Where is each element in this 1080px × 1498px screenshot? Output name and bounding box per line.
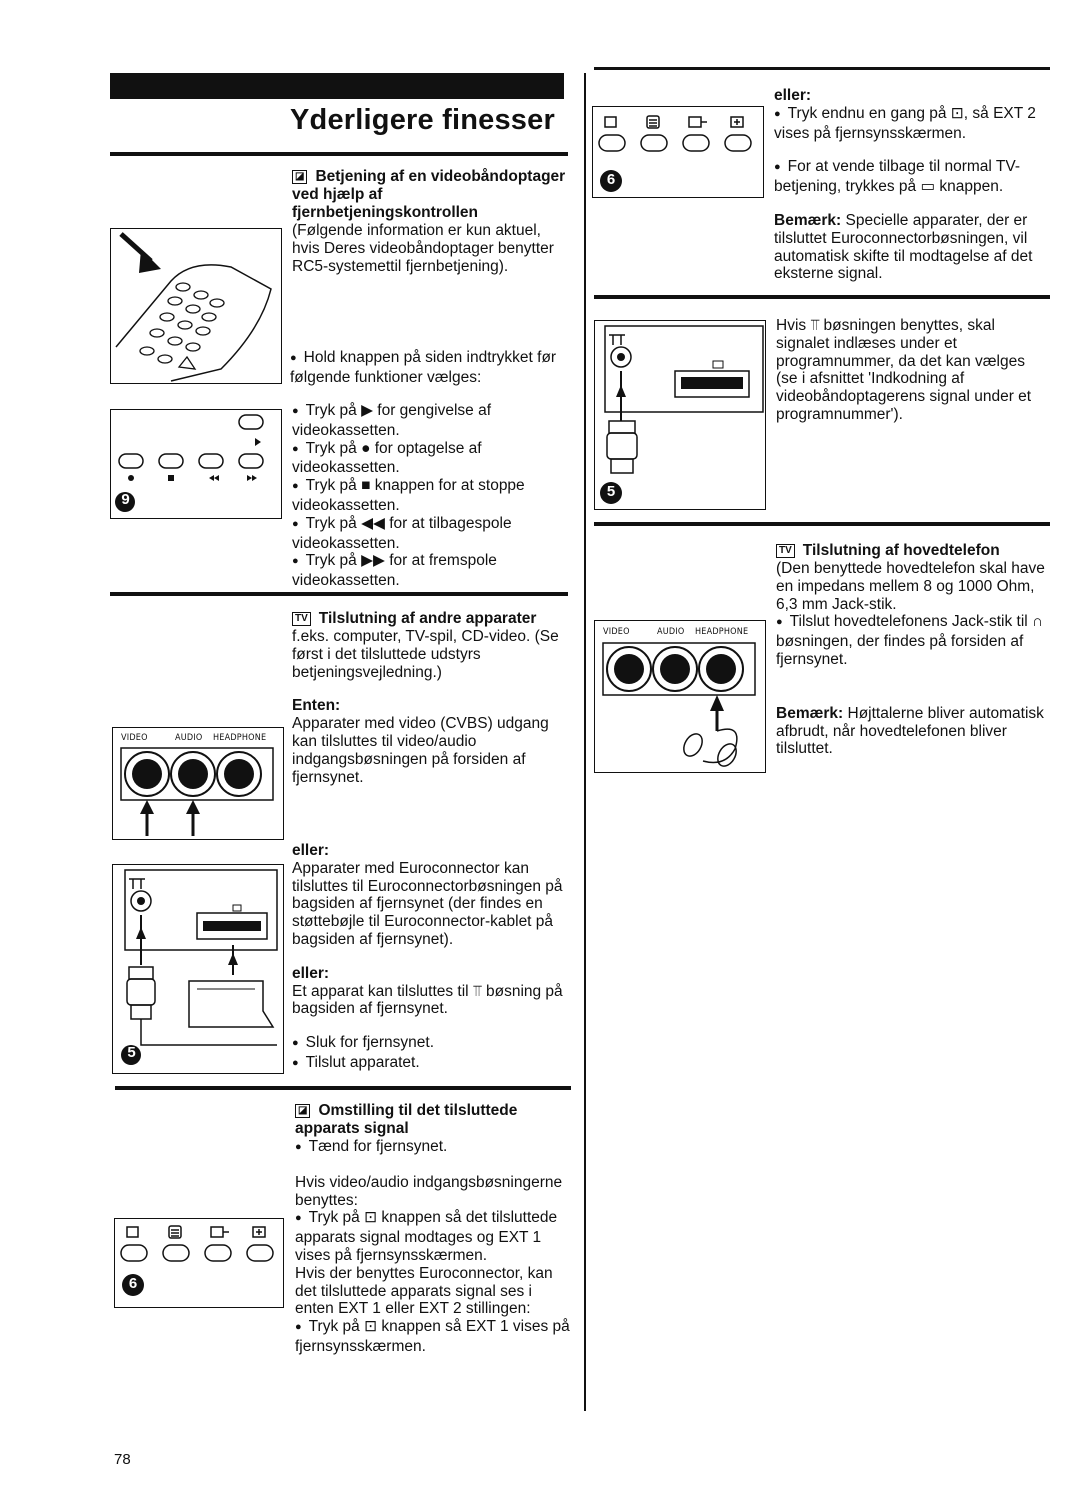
jack-label-video: VIDEO bbox=[603, 627, 630, 637]
page-number: 78 bbox=[114, 1451, 131, 1468]
divider bbox=[594, 295, 1050, 299]
remote-icon: ◪ bbox=[295, 1104, 311, 1118]
note-text: Specielle apparater, der er tilsluttet E… bbox=[774, 211, 1033, 283]
enten-text: Apparater med video (CVBS) udgang kan ti… bbox=[292, 715, 549, 786]
section-hovedtelefon: TV Tilslutning af hovedtelefon (Den benyt… bbox=[776, 542, 1052, 758]
divider bbox=[594, 522, 1050, 526]
section-omstilling: ◪Omstilling til det tilsluttede apparats… bbox=[295, 1102, 571, 1356]
remote-icon: ◪ bbox=[292, 170, 308, 184]
figure-front-jacks: VIDEO AUDIO HEADPHONE bbox=[112, 727, 284, 840]
jack-label-video: VIDEO bbox=[121, 733, 148, 743]
list-item: Tryk på ◀◀ for at tilbagespole videokass… bbox=[292, 514, 512, 552]
hold-instruction: Hold knappen på siden indtrykket før føl… bbox=[290, 349, 568, 387]
eller-label: eller: bbox=[292, 842, 330, 859]
paragraph: Hvis video/audio indgangsbøsningerne ben… bbox=[295, 1173, 563, 1209]
badge-5: 5 bbox=[606, 483, 616, 500]
tv-icon: TV bbox=[292, 612, 311, 626]
list-item: Tryk på ● for optagelse af videokassette… bbox=[292, 439, 482, 477]
tv-icon: TV bbox=[776, 544, 795, 558]
eller-text: Et apparat kan tilsluttes til ⫪ bøsning … bbox=[292, 982, 563, 1018]
figure-remote-control bbox=[110, 228, 282, 384]
eller-label: eller: bbox=[292, 964, 330, 982]
jack-label-audio: AUDIO bbox=[175, 733, 203, 743]
jack-label-headphone: HEADPHONE bbox=[695, 627, 749, 637]
badge-5: 5 bbox=[127, 1044, 136, 1061]
figure-antenna-connector: 5 bbox=[594, 320, 766, 510]
badge-9: 9 bbox=[121, 491, 130, 508]
eller-text: Apparater med Euroconnector kan tilslutt… bbox=[292, 859, 563, 948]
page-title: Yderligere finesser bbox=[290, 104, 555, 136]
section-intro: (Følgende information er kun aktuel, hvi… bbox=[292, 222, 554, 275]
figure-headphone-jack: VIDEO AUDIO HEADPHONE bbox=[594, 620, 766, 773]
antenna-text: Hvis ⫪ bøsningen benyttes, skal signalet… bbox=[776, 317, 1032, 423]
badge-6: 6 bbox=[128, 1275, 138, 1292]
badge-6: 6 bbox=[606, 171, 616, 188]
divider bbox=[594, 67, 1050, 70]
section-right-top: eller: Tryk endnu en gang på ⊡, så EXT 2… bbox=[774, 87, 1050, 283]
title-black-bar bbox=[110, 73, 564, 99]
list-item: Tilslut apparatet. bbox=[305, 1053, 420, 1071]
list-item: Tryk på ⊡ knappen så EXT 1 vises på fjer… bbox=[295, 1318, 570, 1355]
section-intro: (Den benyttede hovedtelefon skal have en… bbox=[776, 560, 1045, 613]
figure-rear-connectors: 5 bbox=[112, 864, 284, 1074]
section-intro: f.eks. computer, TV-spil, CD-video. (Se … bbox=[292, 628, 559, 681]
note-text: Højttalerne bliver automatisk afbrudt, n… bbox=[776, 704, 1044, 758]
column-divider bbox=[584, 73, 586, 1411]
note-label: Bemærk: bbox=[774, 211, 842, 229]
divider bbox=[110, 152, 568, 156]
divider bbox=[110, 592, 568, 596]
list-item: Tryk endnu en gang på ⊡, så EXT 2 vises … bbox=[774, 104, 1036, 142]
list-item: Tryk på ⊡ knappen så det tilsluttede app… bbox=[295, 1209, 558, 1264]
list-item: Tryk på ■ knappen for at stoppe videokas… bbox=[292, 477, 525, 514]
list-item: Tilslut hovedtelefonens Jack-stik til ∩ … bbox=[776, 613, 1044, 668]
list-item: Tryk på ▶ for gengivelse af videokassett… bbox=[292, 402, 492, 439]
section-heading: Tilslutning af hovedtelefon bbox=[802, 542, 1000, 559]
figure-source-buttons-2: 6 bbox=[592, 106, 764, 198]
jack-label-headphone: HEADPHONE bbox=[213, 733, 267, 743]
list-item: For at vende tilbage til normal TV-betje… bbox=[774, 158, 1020, 196]
jack-label-audio: AUDIO bbox=[657, 627, 685, 637]
note-label: Bemærk: bbox=[776, 704, 844, 722]
list-item: Sluk for fjernsynet. bbox=[305, 1034, 435, 1052]
paragraph: Hvis der benyttes Euroconnector, kan det… bbox=[295, 1264, 553, 1318]
list-item: Tryk på ▶▶ for at fremspole videokassett… bbox=[292, 552, 497, 590]
figure-vcr-buttons: 9 bbox=[110, 409, 282, 519]
section-heading: Betjening af en videobåndoptager ved hjæ… bbox=[292, 168, 566, 221]
eller-label: eller: bbox=[774, 87, 812, 104]
eller-block-1: eller: Apparater med Euroconnector kan t… bbox=[292, 842, 567, 1074]
figure-source-buttons: 6 bbox=[114, 1218, 284, 1308]
divider bbox=[115, 1086, 571, 1090]
section-heading: Omstilling til det tilsluttede apparats … bbox=[295, 1102, 518, 1137]
section-videorecorder: ◪Betjening af en videobåndoptager ved hj… bbox=[292, 168, 567, 275]
vcr-function-list: Tryk på ▶ for gengivelse af videokassett… bbox=[292, 402, 567, 590]
enten-label: Enten: bbox=[292, 697, 341, 715]
section-heading: Tilslutning af andre apparater bbox=[318, 610, 537, 627]
section-andre-apparater: TV Tilslutning af andre apparater f.eks. … bbox=[292, 610, 567, 786]
list-item: Tænd for fjernsynet. bbox=[308, 1138, 448, 1155]
